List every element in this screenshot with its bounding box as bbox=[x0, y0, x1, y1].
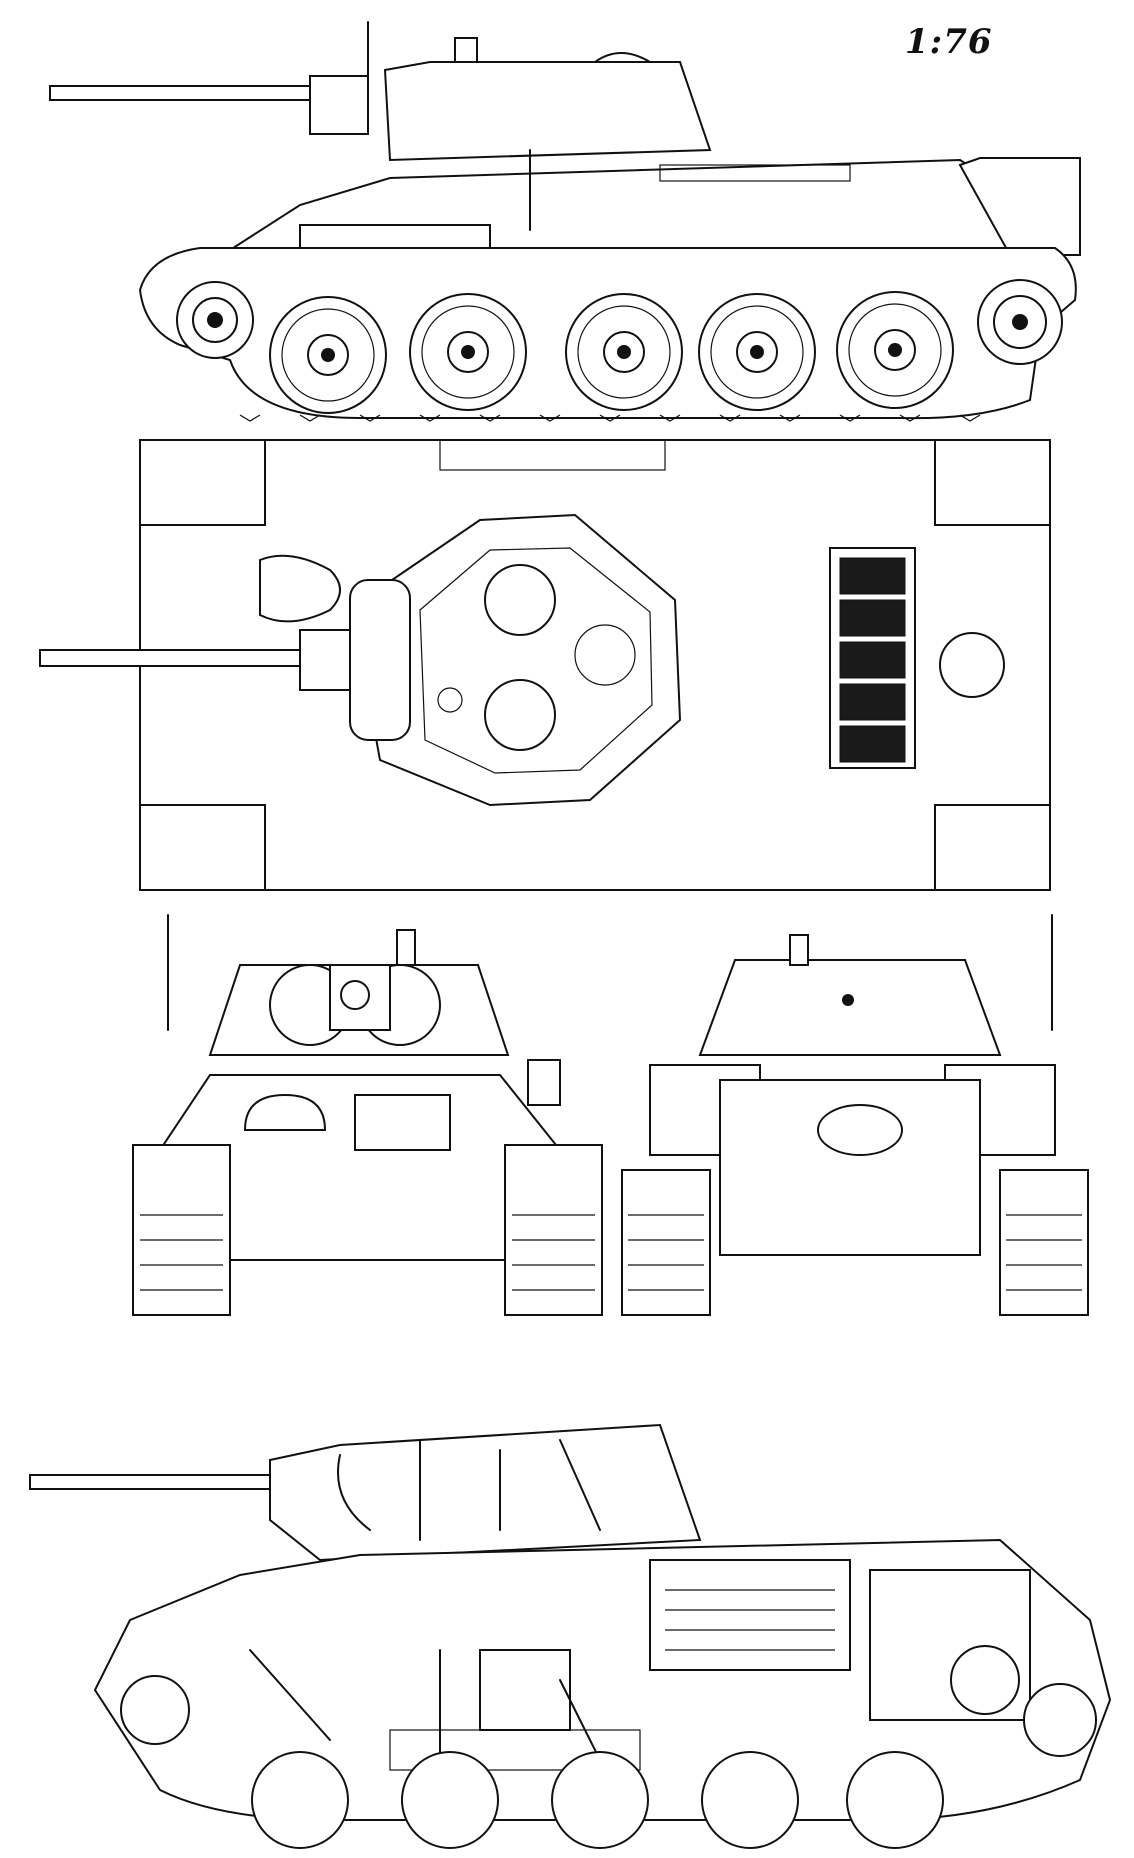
turret-periscope bbox=[454, 37, 478, 63]
rear-hull bbox=[958, 157, 1081, 256]
cutaway-idler bbox=[1023, 1683, 1097, 1757]
rear-turret-pistol-port bbox=[842, 994, 854, 1006]
track-guard-rear-left bbox=[934, 439, 1051, 526]
loader-hatch bbox=[484, 679, 556, 751]
gun-mantlet-top bbox=[299, 629, 351, 691]
side-view bbox=[49, 21, 1081, 422]
cutaway-road-wheel-2 bbox=[401, 1751, 499, 1849]
rear-track-pattern bbox=[628, 1214, 1082, 1291]
cutaway-turret bbox=[269, 1423, 702, 1562]
front-track-right bbox=[504, 1144, 603, 1316]
turret bbox=[383, 61, 712, 162]
front-view bbox=[132, 914, 603, 1316]
turret-hatch bbox=[594, 52, 651, 63]
cutaway-engine bbox=[649, 1559, 851, 1671]
stowage-rack bbox=[439, 439, 666, 471]
cutaway-turret-internals bbox=[337, 1439, 601, 1541]
gun-barrel-top bbox=[39, 649, 306, 667]
side-stowage-box bbox=[299, 224, 491, 251]
front-gun-muzzle bbox=[340, 980, 370, 1010]
rear-view bbox=[621, 914, 1089, 1316]
rear-hatch bbox=[939, 632, 1005, 698]
rear-turret-periscope bbox=[789, 934, 809, 966]
periscope bbox=[437, 687, 463, 713]
rear-turret bbox=[698, 959, 1002, 1056]
engine-grille bbox=[839, 557, 906, 763]
cutaway-road-wheel-4 bbox=[701, 1751, 799, 1849]
cutaway-ammo-racks bbox=[479, 1649, 571, 1731]
headlight bbox=[527, 1059, 561, 1106]
hull-machine-gun bbox=[259, 554, 341, 623]
commander-hatch bbox=[484, 564, 556, 636]
front-periscope bbox=[396, 929, 416, 966]
front-track-left bbox=[132, 1144, 231, 1316]
road-wheel-2 bbox=[409, 293, 527, 411]
idler-wheel bbox=[977, 279, 1063, 365]
road-wheel-1 bbox=[269, 296, 387, 414]
road-wheel-4 bbox=[698, 293, 816, 411]
cutaway-road-wheel-5 bbox=[846, 1751, 944, 1849]
road-wheel-5 bbox=[836, 291, 954, 409]
cutaway-final-drive bbox=[950, 1645, 1020, 1715]
driver-hatch bbox=[354, 1094, 451, 1151]
cutaway-road-wheel-1 bbox=[251, 1751, 349, 1849]
gun-barrel bbox=[49, 85, 316, 101]
drive-sprocket bbox=[176, 281, 254, 359]
cutaway-view bbox=[29, 1423, 1112, 1849]
front-track-pattern bbox=[140, 1214, 595, 1291]
track-guard-front-right bbox=[139, 804, 266, 891]
rear-track-right bbox=[999, 1169, 1089, 1316]
engine-deck bbox=[659, 164, 851, 182]
road-wheel-3 bbox=[565, 293, 683, 411]
transmission-hatch bbox=[817, 1104, 903, 1156]
rear-track-left bbox=[621, 1169, 711, 1316]
cutaway-sprocket bbox=[120, 1675, 190, 1745]
ventilator-dome bbox=[574, 624, 636, 686]
cutaway-road-wheel-3 bbox=[551, 1751, 649, 1849]
track-teeth bbox=[239, 414, 981, 422]
track-guard-rear-right bbox=[934, 804, 1051, 891]
cutaway-fuel-tanks bbox=[389, 1729, 641, 1771]
gun-mantlet bbox=[309, 75, 369, 135]
front-machine-gun-ball bbox=[243, 1093, 327, 1131]
cutaway-gun-barrel bbox=[29, 1474, 296, 1490]
track-guard-front-left bbox=[139, 439, 266, 526]
turret-front-cheek bbox=[349, 579, 411, 741]
scale-label: 1:76 bbox=[905, 22, 993, 62]
top-view bbox=[39, 439, 1051, 891]
